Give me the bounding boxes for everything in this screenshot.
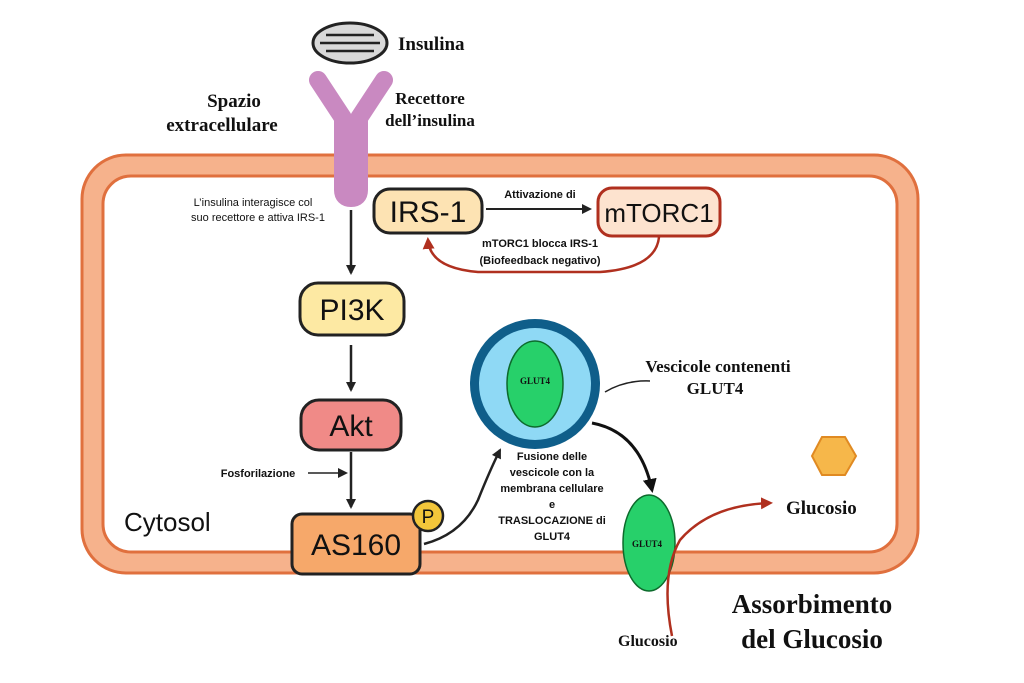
- extracellular-space-label-line2: extracellulare: [166, 115, 278, 136]
- fusion-label-line4: e: [549, 499, 555, 511]
- as160-to-vesicle-arrow: [423, 448, 502, 546]
- membrane-glut4-label: GLUT4: [632, 539, 663, 549]
- akt-label: Akt: [329, 410, 373, 443]
- phosphate-icon: [411, 499, 445, 533]
- irs1-label: IRS-1: [390, 196, 467, 229]
- fusion-label-line2: vescicole con la: [510, 467, 595, 479]
- as160-label: AS160: [311, 529, 401, 562]
- feedback-label-line2: (Biofeedback negativo): [479, 255, 600, 267]
- receptor-note-line1: L’insulina interagisce col: [194, 197, 313, 209]
- extracellular-space-label-line1: Spazio: [207, 91, 261, 112]
- feedback-arrow: [422, 236, 661, 274]
- vesicle-to-membrane-arrow: [591, 421, 657, 493]
- membrane-glut4-icon: [622, 494, 676, 592]
- receptor-label-line2: dell’insulina: [385, 111, 475, 130]
- vesicles-label-line2: GLUT4: [687, 379, 744, 398]
- insulin-label: Insulina: [398, 34, 465, 55]
- uptake-title-line1: Assorbimento: [732, 589, 893, 619]
- mtorc1-label: mTORC1: [604, 198, 713, 228]
- glucose-hexagon-icon: [810, 436, 858, 476]
- phosphorylation-label: Fosforilazione: [221, 468, 296, 480]
- fusion-label-line5: TRASLOCAZIONE di: [498, 515, 606, 527]
- receptor-label-line1: Recettore: [395, 89, 465, 108]
- fusion-label-line3: membrana cellulare: [500, 483, 603, 495]
- pi3k-node: [298, 281, 406, 337]
- irs1-node: [372, 187, 484, 235]
- glucose-transport-arrow: [666, 497, 773, 637]
- pi3k-label: PI3K: [319, 294, 384, 327]
- vesicles-pointer: [604, 380, 651, 393]
- cytosol-label: Cytosol: [124, 507, 211, 537]
- receptor-note-line2: suo recettore e attiva IRS-1: [191, 212, 325, 224]
- activation-label: Attivazione di: [504, 189, 576, 201]
- mtorc1-node: [596, 186, 722, 238]
- glucose-inside-label: Glucosio: [618, 633, 678, 650]
- feedback-label-line1: mTORC1 blocca IRS-1: [482, 238, 598, 250]
- glut4-vesicle-icon: [470, 319, 600, 449]
- uptake-title-line2: del Glucosio: [741, 624, 883, 654]
- fusion-label-line1: Fusione delle: [517, 451, 587, 463]
- insulin-receptor-icon: [309, 71, 393, 207]
- as160-node: [290, 512, 422, 576]
- vesicle-glut4-label: GLUT4: [520, 376, 551, 386]
- akt-node: [299, 398, 403, 452]
- vesicles-label-line1: Vescicole contenenti: [645, 357, 791, 376]
- glucose-outside-label: Glucosio: [786, 498, 857, 519]
- phosphate-label: P: [422, 507, 435, 528]
- insulin-icon: [311, 21, 389, 65]
- fusion-label-line6: GLUT4: [534, 531, 571, 543]
